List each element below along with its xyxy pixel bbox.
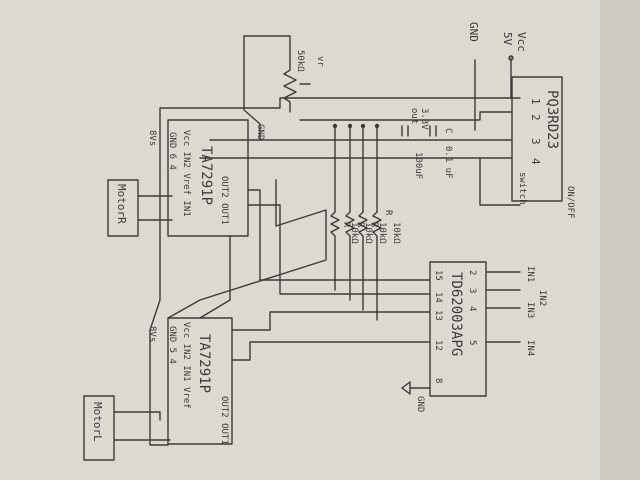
rail-vcc [159, 97, 513, 176]
rail-2 [299, 111, 513, 121]
vcc-terminal [508, 55, 514, 61]
vcc-label: Vcc [515, 32, 528, 52]
chip-upper-box [167, 119, 249, 237]
switch-wire [479, 157, 521, 206]
driver-pin-5: 5 [467, 340, 477, 345]
r-val-1: 10kΩ [391, 222, 401, 244]
cap-c-label: C [443, 128, 453, 133]
chip-lower-label: TA7291P [196, 334, 212, 393]
driver-pin-12: 12 [433, 340, 443, 351]
reg-pin-3: 3 [529, 138, 542, 145]
gnd-top-label: GND [467, 22, 480, 42]
gnd-mid-label: GND [255, 124, 265, 140]
chip-lower-pins: Vcc IN2 IN1 Vref [181, 322, 191, 409]
pot-wire [243, 35, 261, 141]
motor-upper-wires [137, 195, 173, 221]
motor-lower-wires [113, 411, 171, 441]
cap-01-label: 0.1 uF [443, 146, 453, 179]
supply-wires [149, 174, 327, 446]
potentiometer [243, 35, 297, 113]
driver-label: TD62003APG [448, 272, 464, 356]
vr-label: vr [315, 56, 325, 67]
driver-output-wires [231, 189, 431, 361]
chip-upper-label: TA7291P [198, 146, 214, 205]
gnd-bottom-label: GND [415, 396, 425, 412]
pot-label: 50kΩ [295, 50, 305, 72]
vs-upper: 8Vs [147, 130, 157, 146]
node-4 [374, 123, 380, 129]
in3-label: IN3 [525, 302, 535, 318]
motor-upper-box [107, 179, 139, 237]
out-label: out [409, 108, 419, 124]
onoff-label: ON/OFF [565, 186, 575, 219]
in4-label: IN4 [525, 340, 535, 356]
v33-label: 3.3V [419, 108, 429, 130]
node-1 [332, 123, 338, 129]
cap-100-label: 100uF [413, 152, 423, 179]
chip-lower-out: OUT2 OUT1 [219, 396, 229, 445]
chip-upper-out: OUT2 OUT1 [219, 176, 229, 225]
vs-lower: 8Vs [147, 326, 157, 342]
driver-pin-13: 13 [433, 310, 443, 321]
r-val-3: 10kΩ [363, 222, 373, 244]
resistors [330, 211, 382, 321]
regulator-box [511, 76, 563, 202]
r-label-1: R [383, 210, 393, 216]
regulator-label: PQ3RD23 [544, 90, 560, 149]
driver-pin-3: 3 [467, 288, 477, 293]
node-2 [347, 123, 353, 129]
chip-upper-top: GND 6 4 [167, 132, 177, 170]
motor-lower-box [83, 395, 115, 461]
driver-pin-8: 8 [433, 378, 443, 383]
r-label-2: R [369, 222, 379, 228]
in1-label: IN1 [525, 266, 535, 282]
cap-c [429, 125, 437, 137]
reg-pin-2: 2 [529, 114, 542, 121]
in2-label: IN2 [537, 290, 547, 306]
driver-pin-15: 15 [433, 270, 443, 281]
chip-upper-pins: Vcc IN2 Vref IN1 [181, 130, 191, 217]
paper-margin [600, 0, 640, 480]
reg-pin-4: 4 [529, 158, 542, 165]
driver-pins-top: 2 [467, 270, 477, 275]
reg-pin-1: 1 [529, 98, 542, 105]
driver-pin-4: 4 [467, 306, 477, 311]
resistor-wires [334, 125, 378, 213]
motor-lower-label: MotorL [91, 402, 104, 442]
r-label-4: R [341, 222, 351, 228]
gnd-bottom-symbol [401, 381, 411, 395]
cap-100 [401, 125, 409, 137]
r-label-3: R [355, 222, 365, 228]
driver-box [429, 261, 487, 397]
driver-input-wires [485, 271, 521, 343]
chip-lower-top: GND 5 4 [167, 326, 177, 364]
r-val-4: 10kΩ [349, 222, 359, 244]
motor-upper-label: MotorR [115, 184, 128, 224]
driver-pin-14: 14 [433, 292, 443, 303]
node-3 [360, 123, 366, 129]
v5-label: 5V [501, 32, 514, 46]
r-val-2: 10kΩ [377, 222, 387, 244]
switch-label: switch [517, 172, 527, 205]
